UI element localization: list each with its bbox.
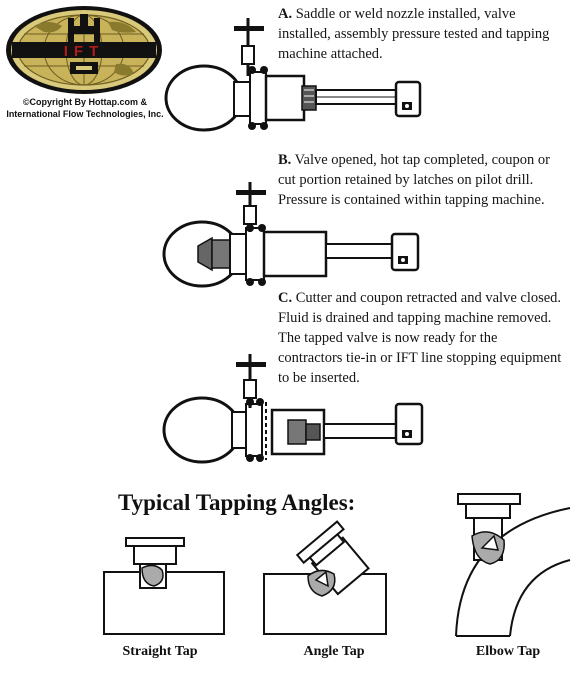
tapping-angles-title: Typical Tapping Angles: [118, 490, 356, 515]
step-a-text: A. Saddle or weld nozzle installed, valv… [278, 4, 568, 64]
ift-logo: IFT [4, 4, 164, 96]
step-c-letter: C. [278, 290, 293, 306]
elbow-tap-caption: Elbow Tap [475, 644, 541, 659]
elbow-tap-illustration [446, 490, 574, 638]
copyright-notice: ©Copyright By Hottap.com & International… [0, 96, 170, 120]
svg-text:IFT: IFT [64, 43, 105, 60]
copyright-line-2: International Flow Technologies, Inc. [6, 109, 164, 119]
step-b-text: B. Valve opened, hot tap completed, coup… [278, 150, 564, 210]
step-a-description: Saddle or weld nozzle installed, valve i… [278, 6, 550, 62]
step-c-diagram [158, 350, 438, 470]
straight-tap-illustration [100, 528, 230, 638]
globe-logo-icon: IFT [6, 6, 162, 94]
step-a-diagram [160, 10, 430, 135]
step-c-description: Cutter and coupon retracted and valve cl… [278, 290, 562, 386]
step-c-text: C. Cutter and coupon retracted and valve… [278, 288, 564, 388]
straight-tap-caption: Straight Tap [122, 644, 198, 659]
copyright-line-1: ©Copyright By Hottap.com & [22, 97, 148, 107]
step-b-diagram [158, 178, 438, 290]
angle-tap-caption: Angle Tap [303, 644, 365, 659]
step-a-letter: A. [278, 6, 293, 22]
angle-tap-illustration [258, 510, 398, 638]
step-b-description: Valve opened, hot tap completed, coupon … [278, 152, 550, 208]
step-b-letter: B. [278, 152, 292, 168]
